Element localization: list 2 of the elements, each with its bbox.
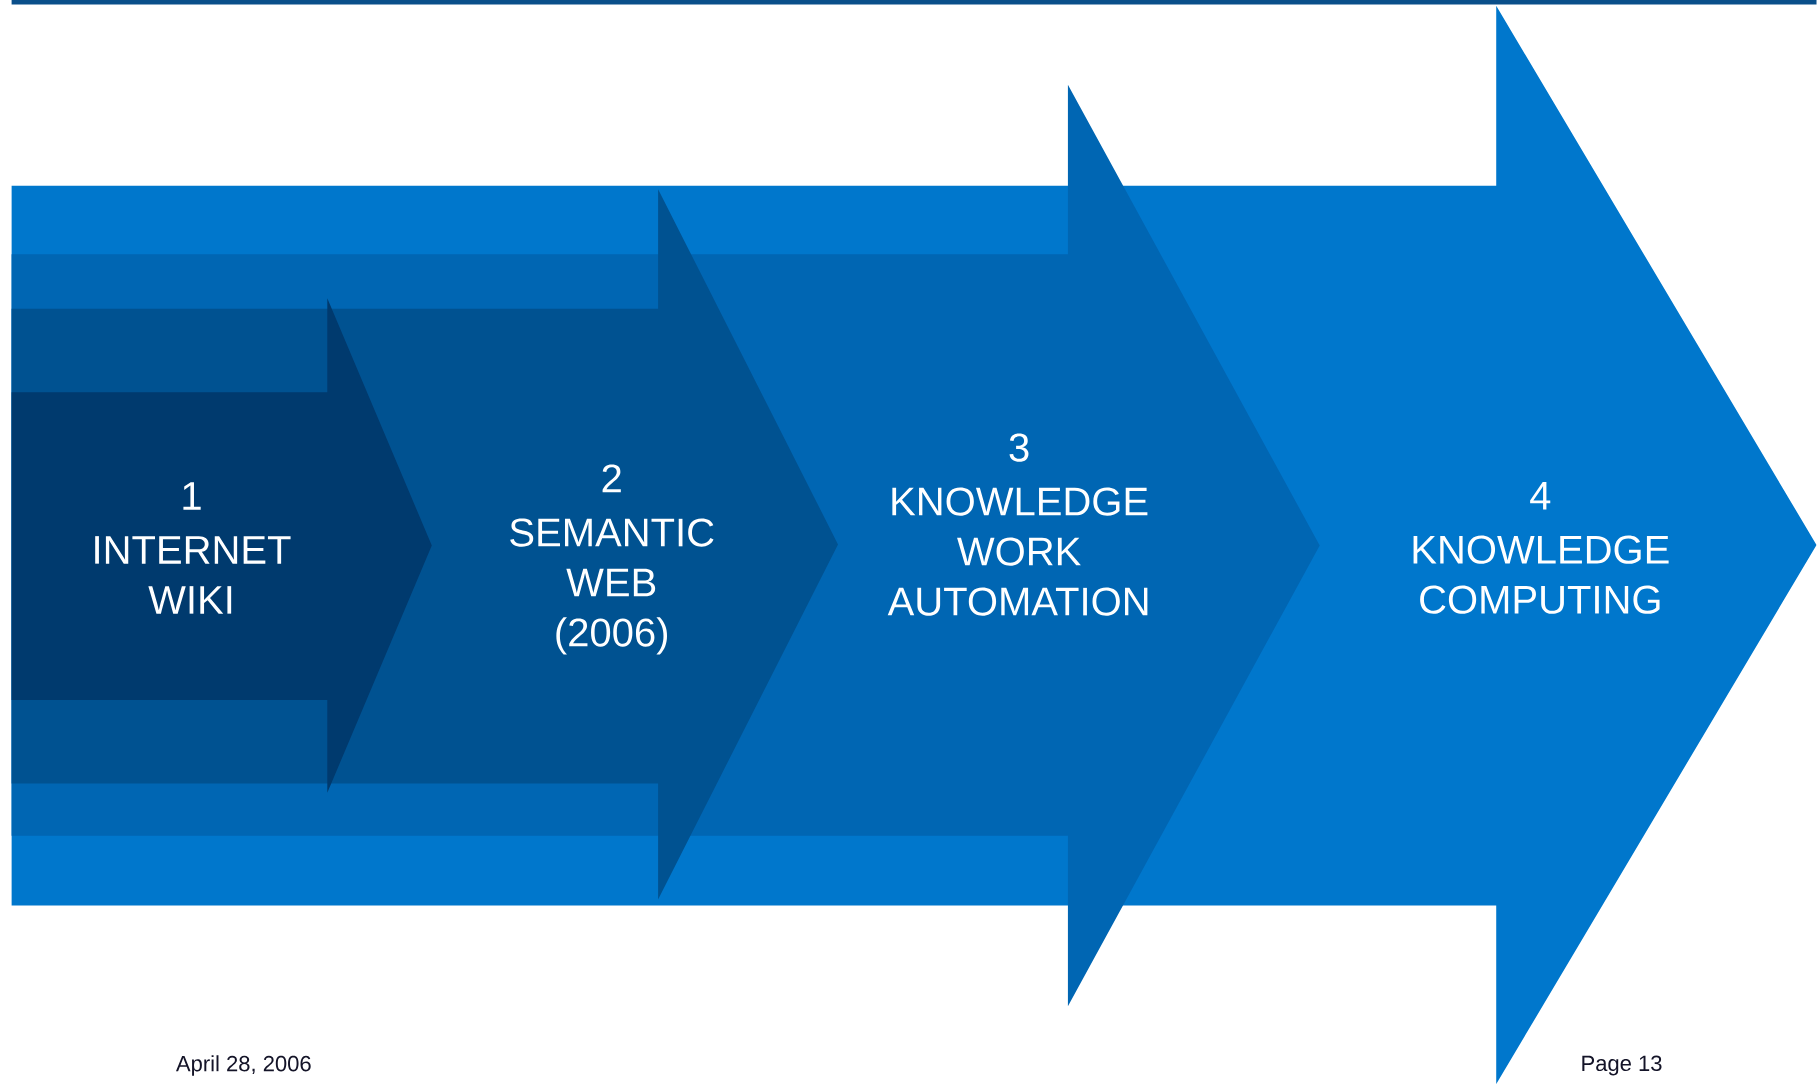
footer-text: April 28, 2006 xyxy=(175,1055,311,1076)
footer-text: Page 13 xyxy=(1582,1055,1662,1076)
